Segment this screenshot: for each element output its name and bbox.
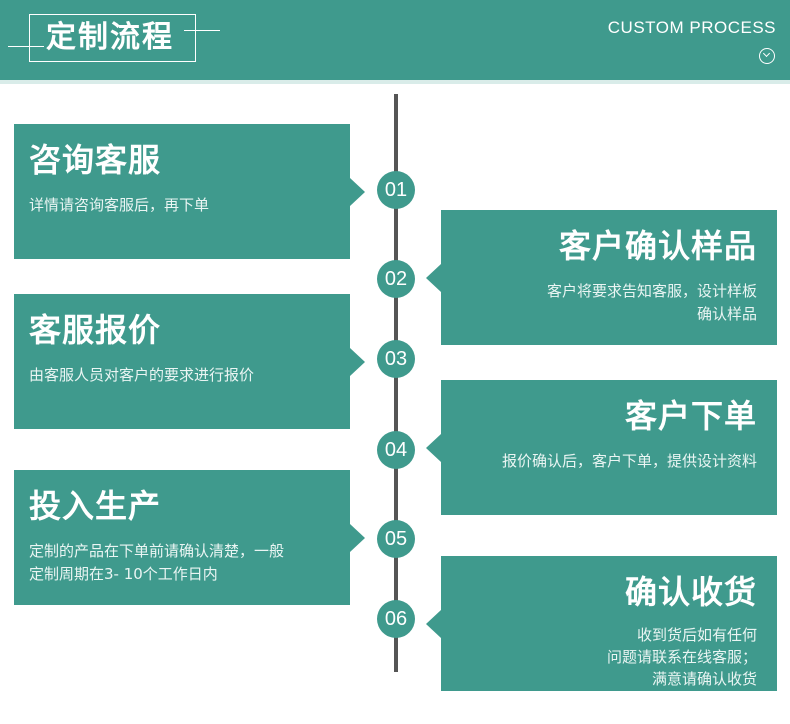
step-card-04: 客户下单 报价确认后，客户下单，提供设计资料 — [426, 380, 777, 515]
step-title: 确认收货 — [624, 573, 757, 611]
title-frame — [29, 14, 196, 62]
page-subtitle: CUSTOM PROCESS — [607, 18, 776, 37]
step-number-05: 05 — [377, 520, 415, 558]
title-deco-line-left — [8, 46, 44, 47]
step-number-01: 01 — [377, 171, 415, 209]
header-banner: 定制流程 CUSTOM PROCESS — [0, 0, 790, 80]
step-description: 客户将要求告知客服，设计样板 确认样品 — [546, 282, 757, 323]
step-number-03: 03 — [377, 340, 415, 378]
timeline-line — [394, 94, 398, 672]
step-card-02: 客户确认样品 客户将要求告知客服，设计样板 确认样品 — [426, 210, 777, 345]
step-description: 详情请咨询客服后，再下单 — [29, 196, 210, 214]
title-deco-line-right — [184, 30, 220, 31]
step-title: 投入生产 — [29, 487, 162, 525]
step-number-06: 06 — [377, 600, 415, 638]
step-card-03: 客服报价 由客服人员对客户的要求进行报价 — [14, 294, 365, 429]
step-card-06: 确认收货 收到货后如有任何 问题请联系在线客服； 满意请确认收货 — [426, 556, 777, 691]
chevron-down-icon[interactable] — [759, 48, 775, 64]
step-number-04: 04 — [377, 431, 415, 469]
step-title: 咨询客服 — [29, 141, 162, 179]
step-card-01: 咨询客服 详情请咨询客服后，再下单 — [14, 124, 365, 259]
step-title: 客户确认样品 — [558, 227, 757, 265]
step-number-02: 02 — [377, 260, 415, 298]
step-card-05: 投入生产 定制的产品在下单前请确认清楚，一般 定制周期在3- 10个工作日内 — [14, 470, 365, 605]
step-title: 客服报价 — [29, 311, 162, 349]
step-description: 收到货后如有任何 问题请联系在线客服； 满意请确认收货 — [606, 626, 757, 688]
step-description: 由客服人员对客户的要求进行报价 — [29, 366, 255, 384]
step-description: 报价确认后，客户下单，提供设计资料 — [501, 452, 757, 470]
page-title: 定制流程 — [46, 20, 174, 55]
step-description: 定制的产品在下单前请确认清楚，一般 定制周期在3- 10个工作日内 — [29, 542, 285, 583]
header-divider — [0, 80, 790, 84]
step-title: 客户下单 — [624, 397, 757, 435]
